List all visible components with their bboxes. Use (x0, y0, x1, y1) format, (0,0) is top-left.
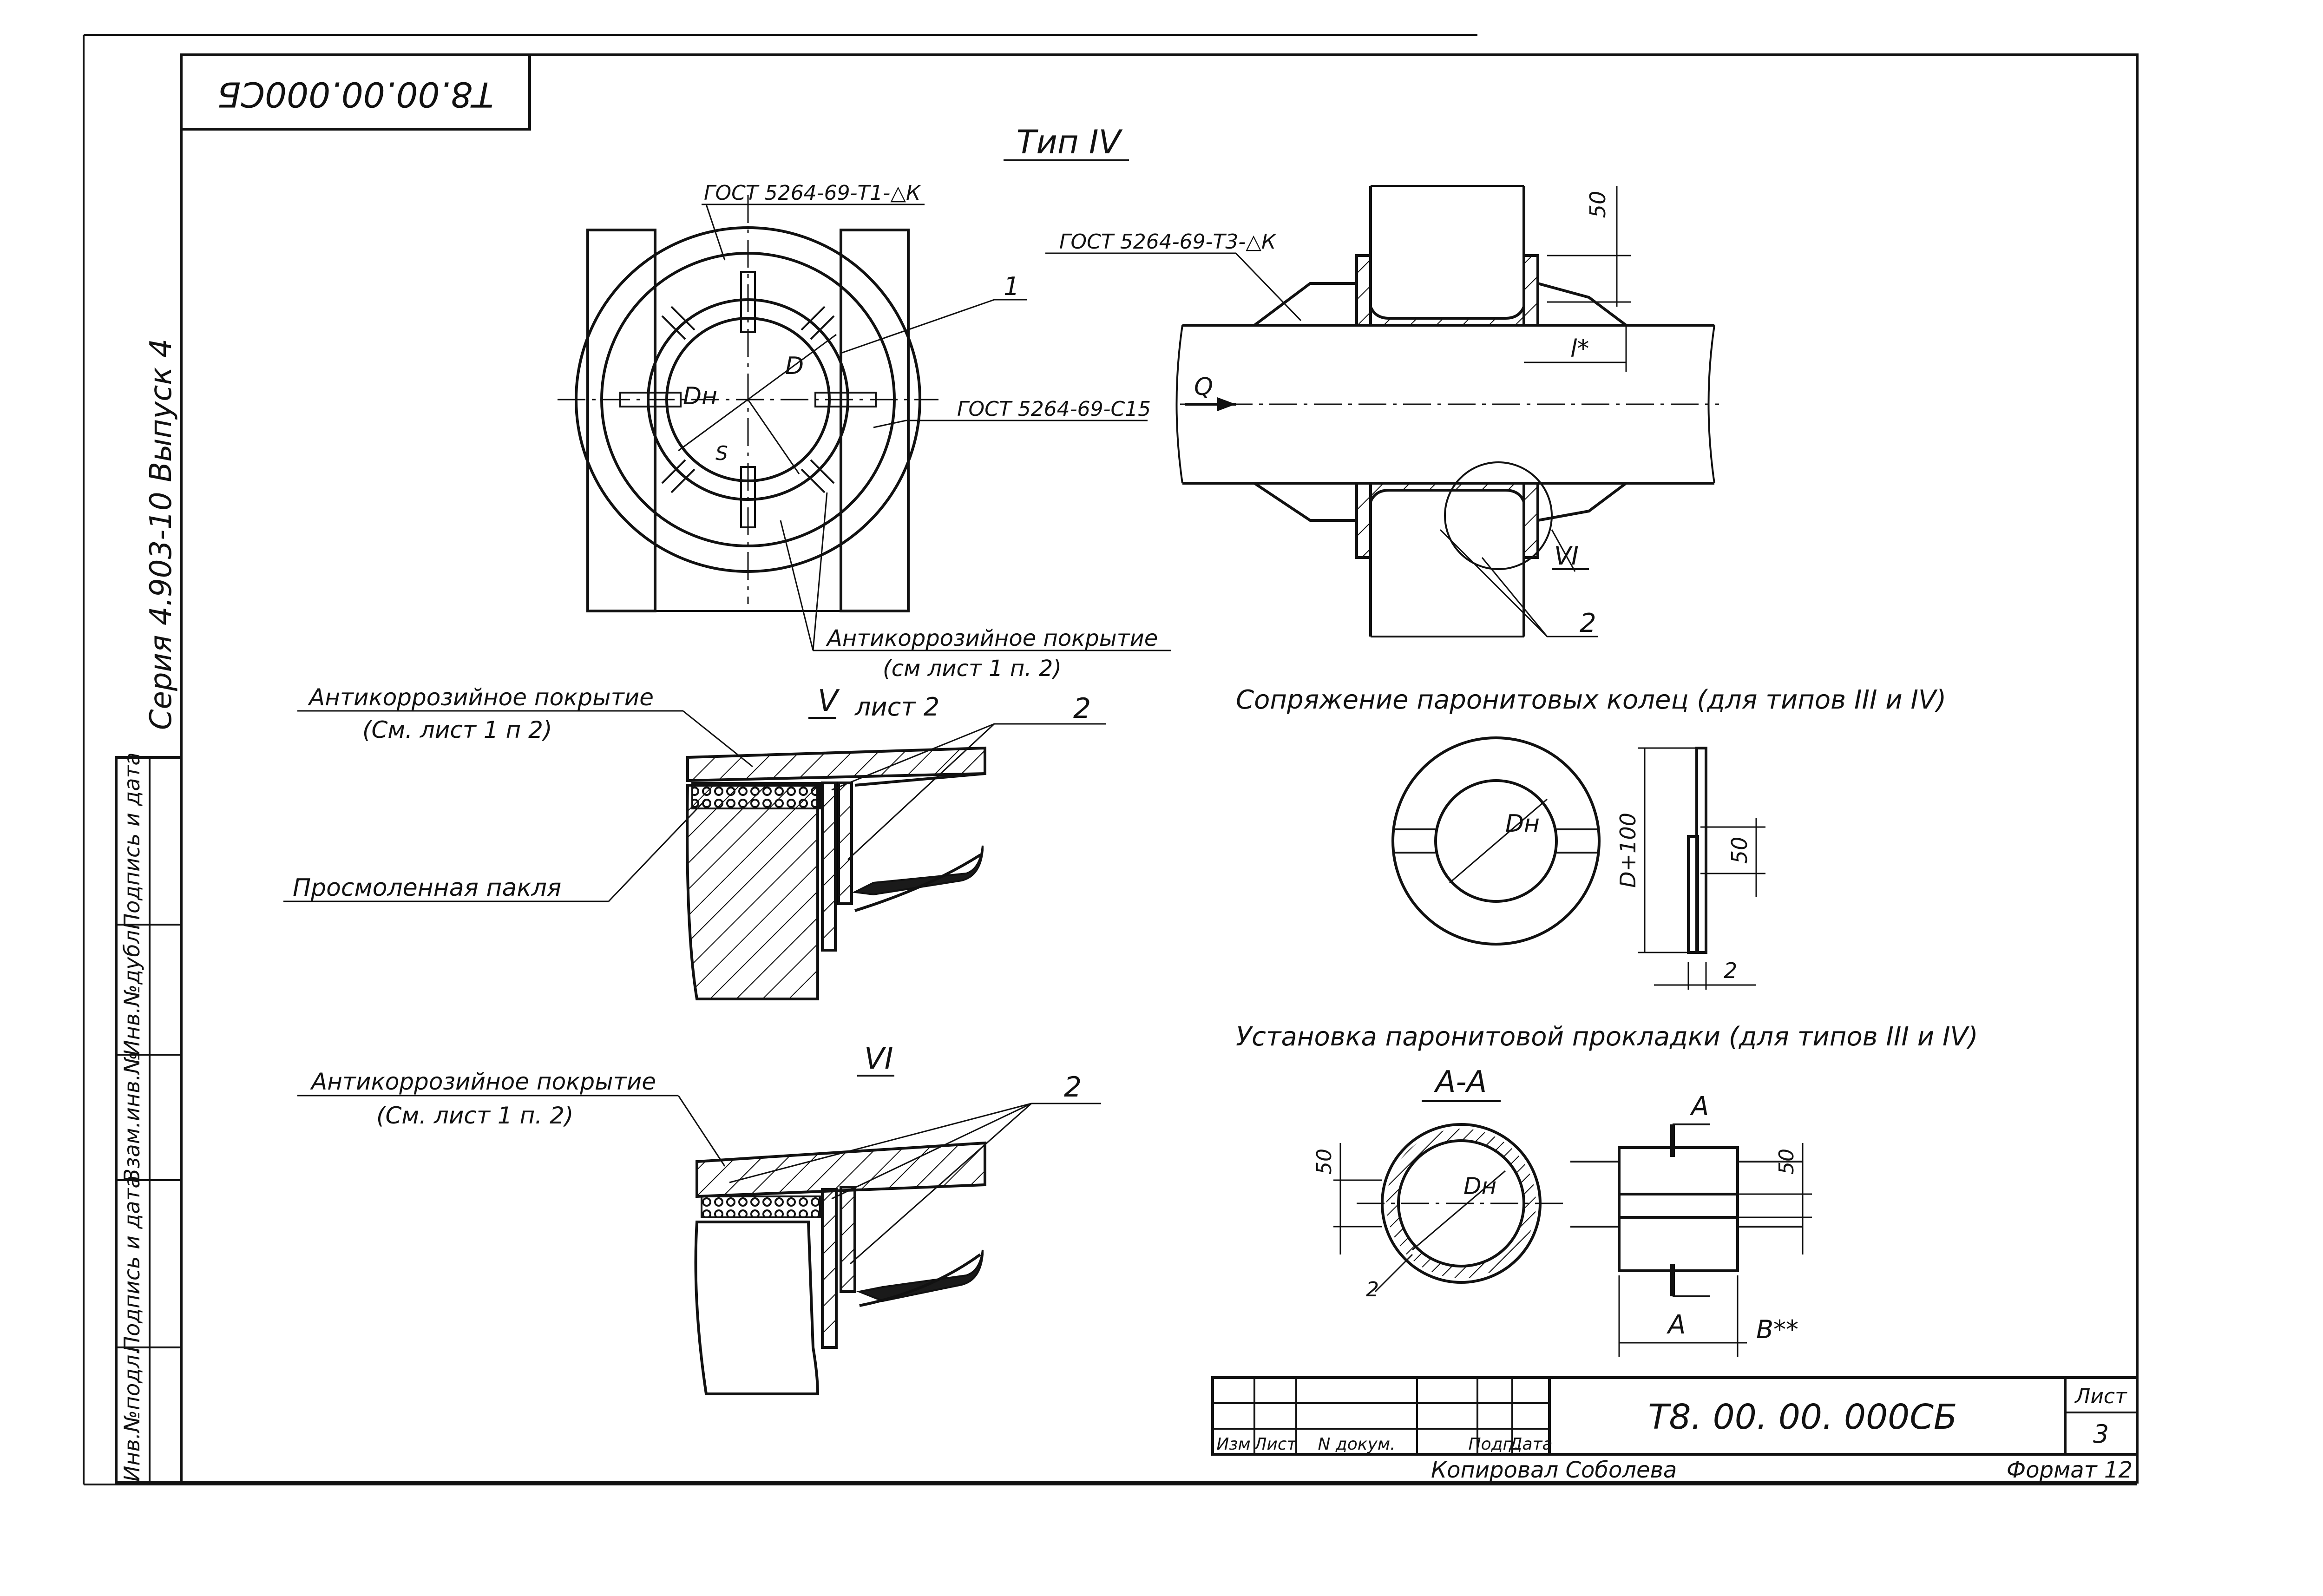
doc-code-stamp: Т8.00.00.000СБ (180, 53, 531, 131)
stamp-cell-2: Подпись и дата (119, 1175, 144, 1352)
doc-code-upside-down: Т8.00.00.000СБ (217, 74, 494, 114)
stamp-cell-1: Инв.№подл. (119, 1348, 144, 1482)
gasket-dim-50-right: 50 (1775, 1149, 1798, 1175)
detail-v-anticorrosion-ref: (См. лист 1 п 2) (362, 716, 552, 743)
type4-d-label: D (785, 352, 804, 380)
stamp-cell-4: Инв.№дубл. (119, 923, 144, 1056)
type4-anticorrosion: Антикоррозийное покрытие (826, 625, 1158, 651)
type4-dn-label: Dн (683, 382, 717, 410)
stamp-cell-3: Взам.инв.№ (119, 1051, 144, 1183)
cut-top: А (1690, 1091, 1709, 1122)
type4-item-1: 1 (1004, 272, 1019, 301)
ring-mating-title: Сопряжение паронитовых колец (для типов … (1236, 685, 1946, 715)
ring-dim-2: 2 (1724, 958, 1737, 983)
detail-v-num: V (818, 684, 840, 718)
copied-by: Копировал Соболева (1431, 1457, 1677, 1483)
gasket-dim-2: 2 (1366, 1278, 1379, 1301)
detail-vi-anticorrosion-ref: (См. лист 1 п. 2) (376, 1102, 573, 1129)
title-block: Изм Лист N докум. Подп. Дата Т8. 00. 00.… (1211, 1376, 2139, 1483)
detail-vi: VI Антикоррозийное покрытие (См. лист 1 … (297, 1042, 1101, 1395)
series-label: Серия 4.903-10 Выпуск 4 (144, 339, 178, 730)
col-date: Дата (1508, 1435, 1552, 1454)
dim-l: l* (1570, 335, 1589, 363)
type4-anticorrosion-ref: (см лист 1 п. 2) (883, 656, 1062, 682)
col-list: Лист (1253, 1435, 1297, 1454)
detail-v-item-2: 2 (1073, 692, 1091, 725)
callout-vi: VI (1554, 541, 1579, 571)
type4-end-view: Dн D S ГОСТ 5264-69-Т1-△К 1 ГОСТ 5264-69… (558, 181, 1171, 682)
gasket-install: Установка паронитовой прокладки (для тип… (1236, 1022, 1978, 1357)
detail-vi-anticorrosion: Антикоррозийное покрытие (310, 1068, 656, 1095)
type4-section-view: Q ГОСТ 5264-69-Т3-△К 50 l* VI 2 (1045, 185, 1719, 638)
col-izm: Изм (1216, 1435, 1250, 1454)
dim-50-top: 50 (1585, 191, 1610, 218)
flow-label: Q (1194, 373, 1213, 401)
ring-dim-d100: D+100 (1615, 813, 1641, 888)
format-label: Формат 12 (2007, 1457, 2133, 1483)
detail-v-sheet: лист 2 (854, 692, 939, 722)
cut-bottom: А (1667, 1310, 1686, 1340)
detail-vi-item-2: 2 (1064, 1071, 1082, 1103)
sheet-number: 3 (2093, 1419, 2109, 1449)
ring-dn-label: Dн (1505, 810, 1540, 838)
type4-weld-mid: ГОСТ 5264-69-С15 (957, 397, 1151, 421)
detail-vi-num: VI (864, 1042, 893, 1076)
ring-mating: Сопряжение паронитовых колец (для типов … (1236, 685, 1946, 990)
gasket-dim-50-left: 50 (1312, 1149, 1336, 1175)
ring-dim-50: 50 (1727, 837, 1752, 864)
gasket-dim-b: B** (1756, 1315, 1798, 1344)
col-doc: N докум. (1318, 1435, 1396, 1454)
gasket-title: Установка паронитовой прокладки (для тип… (1236, 1022, 1978, 1052)
gasket-dn-label: Dн (1463, 1173, 1496, 1200)
col-sign: Подп. (1469, 1435, 1519, 1454)
type4-right-weld: ГОСТ 5264-69-Т3-△К (1059, 230, 1277, 254)
stamp-cell-5: Подпись и дата (119, 752, 144, 929)
type4-weld-top: ГОСТ 5264-69-Т1-△К (704, 181, 921, 205)
title-block-code: Т8. 00. 00. 000СБ (1648, 1397, 1957, 1437)
side-stamp: Инв.№подл. Подпись и дата Взам.инв.№ Инв… (115, 752, 183, 1484)
type4-item-2: 2 (1580, 608, 1596, 638)
detail-v: V лист 2 Антикоррозийное покрытие (См. л… (283, 684, 1106, 1000)
section-title: А-А (1434, 1065, 1487, 1099)
sheet-label: Лист (2074, 1385, 2127, 1408)
detail-v-anticorrosion: Антикоррозийное покрытие (308, 684, 654, 711)
detail-v-tar-oakum: Просмоленная пакля (293, 874, 561, 902)
type-title: Тип IV (1017, 123, 1123, 161)
type4-s-label: S (715, 442, 728, 465)
